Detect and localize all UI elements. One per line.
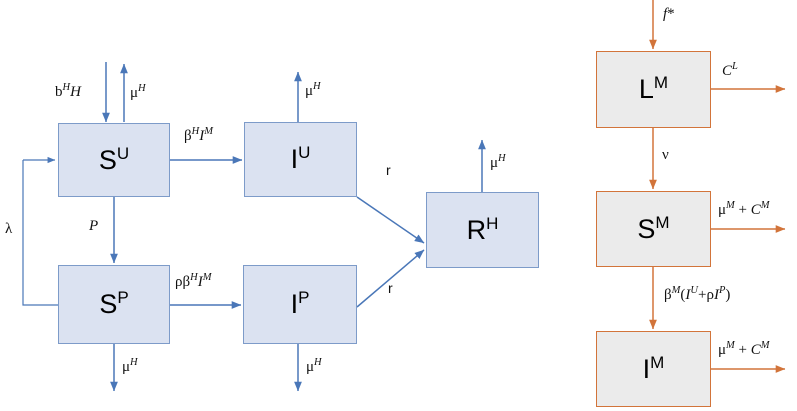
node-label-SU: SU — [98, 143, 130, 175]
human-panel-arrows — [102, 62, 486, 392]
node-label-SM: SM — [637, 212, 670, 244]
edge-label-mu-ip: μH — [306, 357, 322, 375]
edge-label-mu-rh: μH — [490, 153, 506, 171]
node-label-IU: IU — [290, 143, 311, 174]
node-infected-unprotected: IU — [244, 122, 357, 197]
node-susceptible-mosquito: SM — [596, 191, 711, 267]
mosquito-panel-arrows — [649, 0, 786, 373]
loss-of-protection-loop — [22, 156, 58, 306]
edge-label-mosquito-infection: βM(IU+ρIP) — [664, 285, 731, 303]
node-infected-protected: IP — [243, 265, 357, 344]
edge-label-mosquito-recruitment: f* — [663, 6, 675, 22]
edge-label-recovery-unprotected: r — [386, 162, 391, 178]
edge-label-larval-control: CL — [722, 61, 738, 79]
edge-label-loss-of-protection: λ — [5, 221, 13, 237]
edge-label-mu-su: μH — [130, 83, 146, 101]
node-label-IM: IM — [642, 352, 665, 384]
edge-label-recovery-protected: r — [388, 280, 393, 296]
edge-label-infection-unprotected: βHIM — [184, 126, 213, 144]
edge-label-mu-iu: μH — [305, 81, 321, 99]
edge-label-maturation: ν — [662, 147, 669, 163]
edge-label-mu-sp: μH — [122, 357, 138, 375]
edge-label-infection-protected: ρβHIM — [175, 272, 212, 290]
node-label-IP: IP — [290, 288, 310, 319]
edge-label-mosquito-death-i: μM + CM — [718, 340, 770, 358]
node-label-SP: SP — [99, 288, 129, 319]
edge-label-mosquito-death-s: μM + CM — [718, 200, 770, 218]
node-larval-mosquito: LM — [596, 51, 711, 128]
node-label-LM: LM — [638, 73, 669, 104]
node-susceptible-protected: SP — [58, 265, 170, 344]
node-susceptible-unprotected: SU — [58, 123, 170, 197]
node-label-RH: RH — [466, 213, 499, 245]
node-infected-mosquito: IM — [596, 331, 711, 407]
node-recovered-human: RH — [426, 192, 539, 268]
edge-label-protection: P — [89, 218, 99, 234]
edge-label-birth-human: bHH — [55, 82, 81, 100]
